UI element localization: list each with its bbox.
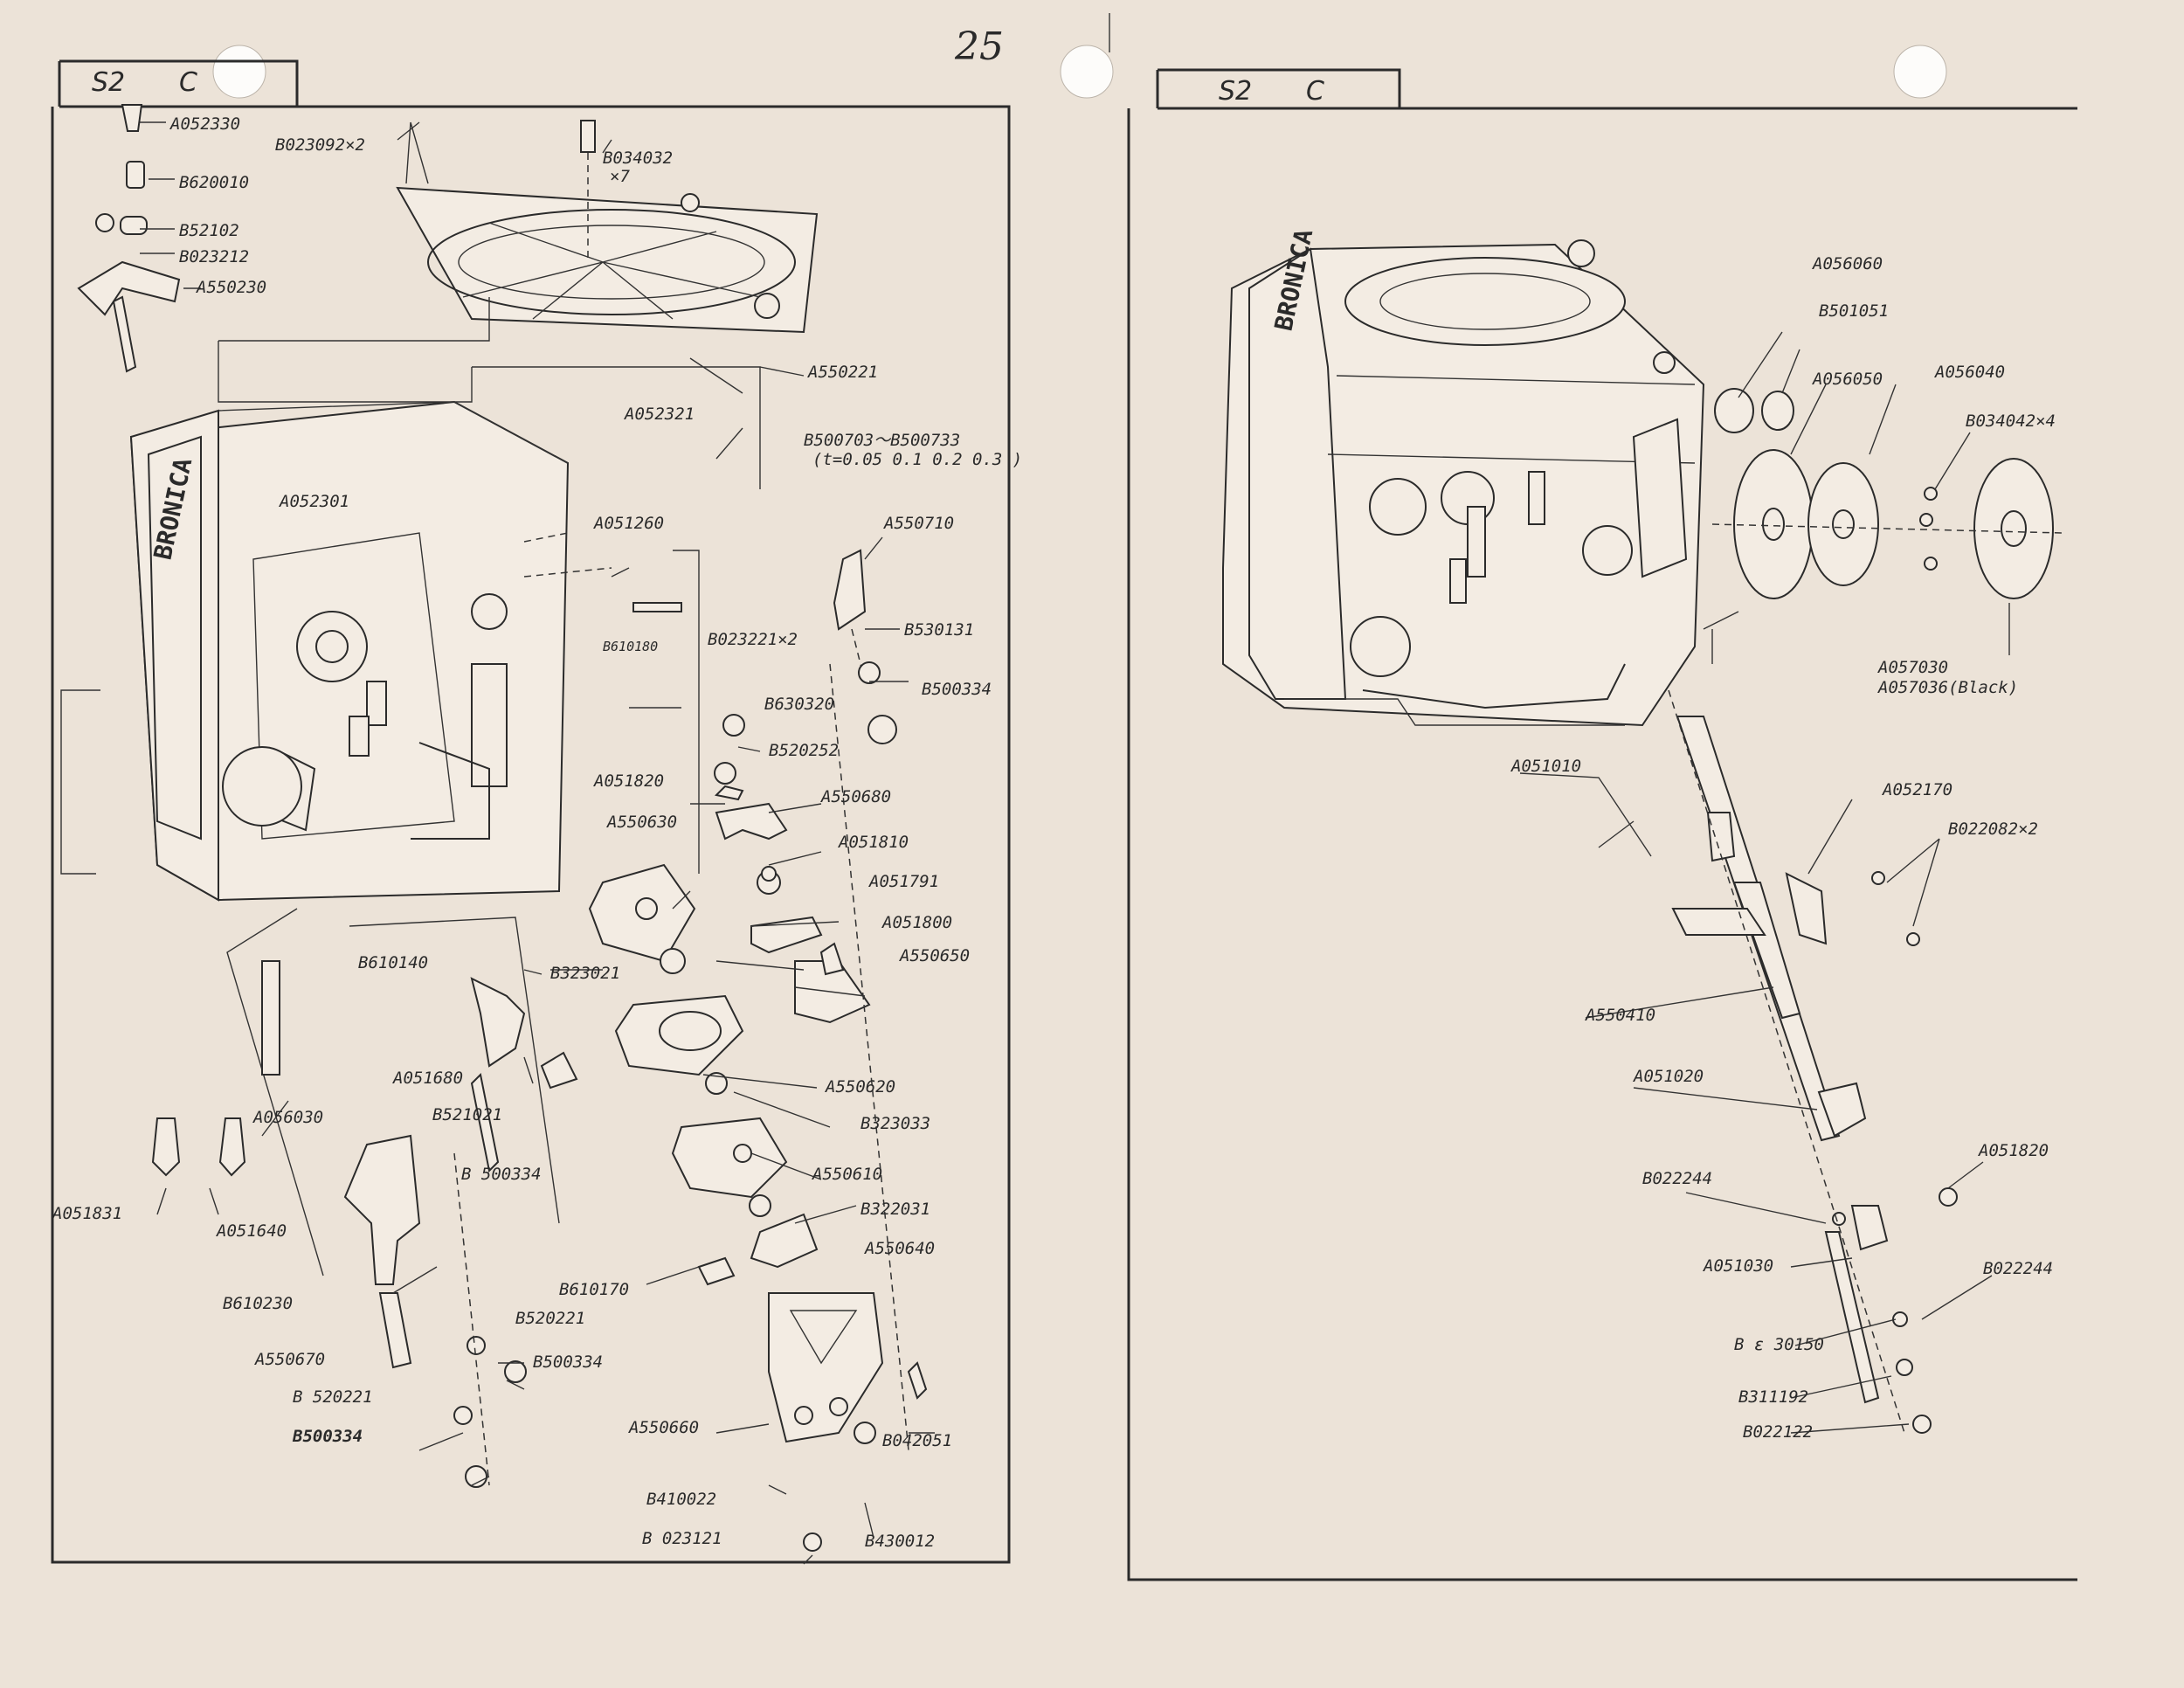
part-label: A550230 (196, 278, 266, 297)
part-label: B521021 (432, 1105, 502, 1124)
part-label: A051030 (1703, 1256, 1773, 1276)
part-label: A051831 (52, 1204, 122, 1223)
left-exploded-parts (151, 549, 928, 1552)
part-label: B311192 (1738, 1387, 1808, 1407)
part-label: A550610 (812, 1165, 882, 1184)
part-label: A051791 (868, 872, 939, 891)
left-header-code: S2 (92, 67, 125, 98)
left-leader-lines (140, 121, 935, 1565)
part-label: B610230 (223, 1294, 293, 1313)
part-label: A051820 (593, 771, 664, 791)
part-label: A051010 (1510, 757, 1581, 776)
part-label: B410022 (646, 1490, 716, 1509)
part-label: B500334 (922, 680, 992, 699)
right-part-labels: A056060 B501051 A056050 A056040 B034042×… (1510, 254, 2056, 1442)
part-label: A052321 (624, 405, 695, 424)
binder-hole (212, 45, 266, 99)
part-label: B610140 (358, 953, 428, 972)
part-label: A057036(Black) (1877, 678, 2018, 697)
part-label: A550710 (883, 514, 954, 533)
part-label: A056060 (1812, 254, 1883, 273)
part-label: A550670 (254, 1350, 325, 1369)
part-label: B022244 (1983, 1259, 2053, 1278)
part-label: (t=0.05 0.1 0.2 0.3 ) (812, 450, 1022, 469)
part-label: A550660 (628, 1418, 699, 1437)
right-exploded-parts (1668, 388, 2063, 1434)
part-label: A056030 (252, 1108, 323, 1127)
part-label: B022122 (1743, 1422, 1813, 1442)
right-header-section: C (1306, 76, 1324, 107)
part-label: A550410 (1585, 1006, 1655, 1025)
part-label: B 500334 (461, 1165, 542, 1184)
part-label: A052301 (279, 492, 349, 511)
part-label: A550680 (820, 787, 891, 806)
left-part-labels: A052330 B023092×2 B034032 ×7 B620010 B52… (52, 114, 1022, 1551)
part-label: A550221 (807, 363, 878, 382)
part-label: A550620 (825, 1077, 895, 1097)
part-label: B034042×4 (1966, 412, 2056, 431)
part-label: B023221×2 (708, 630, 798, 649)
part-label: B500334 (292, 1427, 363, 1446)
part-label: A051260 (593, 514, 664, 533)
part-label: A051820 (1978, 1141, 2049, 1160)
part-label: B520252 (769, 741, 839, 760)
binder-hole (1893, 45, 1947, 99)
part-label: B323033 (860, 1114, 930, 1133)
part-label: B042051 (882, 1431, 952, 1450)
part-label: A051020 (1633, 1067, 1704, 1086)
part-label: B034032 (603, 149, 673, 168)
part-label: B323021 (550, 964, 620, 983)
part-label: A052330 (169, 114, 240, 134)
binder-hole (1060, 45, 1114, 99)
part-label: A550650 (899, 946, 970, 965)
part-label: A550630 (606, 813, 677, 832)
left-top-plate (396, 120, 819, 334)
right-leader-lines (1519, 331, 2010, 1434)
part-label: B 520221 (293, 1387, 373, 1407)
part-label: B ε 30150 (1734, 1335, 1824, 1354)
left-camera-body (129, 400, 612, 902)
part-label: A051680 (392, 1069, 463, 1088)
left-frame-lines (60, 297, 761, 1276)
part-label: A051810 (838, 833, 909, 852)
left-panel-frame (51, 59, 1011, 1564)
part-label: B630320 (764, 695, 834, 714)
part-label: A056040 (1934, 363, 2005, 382)
part-label: B022082×2 (1948, 820, 2038, 839)
part-label: B023212 (179, 247, 249, 266)
left-small-parts-topleft (77, 104, 429, 373)
part-label: B022244 (1642, 1169, 1712, 1188)
right-panel-frame (1127, 68, 2077, 1581)
part-label: B501051 (1819, 301, 1889, 321)
part-label: A051640 (216, 1221, 287, 1241)
part-label: B023092×2 (275, 135, 365, 155)
part-label: B430012 (865, 1532, 935, 1551)
part-label: B500334 (533, 1352, 603, 1372)
right-header-code: S2 (1219, 76, 1252, 107)
part-label: B530131 (904, 620, 974, 640)
part-label: B52102 (179, 221, 239, 240)
part-label: A051800 (881, 913, 952, 932)
part-label: A057030 (1877, 658, 1948, 677)
page-number: 25 (954, 24, 1004, 69)
part-label: B620010 (179, 173, 249, 192)
part-label: B610180 (603, 639, 658, 654)
part-label: B 023121 (642, 1529, 722, 1548)
part-label: A056050 (1812, 370, 1883, 389)
part-label: B322031 (860, 1200, 930, 1219)
right-camera-body (1222, 239, 1705, 727)
part-label: B610170 (559, 1280, 629, 1299)
left-header-section: C (179, 67, 197, 98)
part-label: ×7 (610, 167, 630, 186)
part-label: A052170 (1882, 780, 1952, 799)
part-label: A550640 (864, 1239, 935, 1258)
part-label: B520221 (515, 1309, 585, 1328)
part-label: B500703～B500733 (804, 431, 960, 450)
